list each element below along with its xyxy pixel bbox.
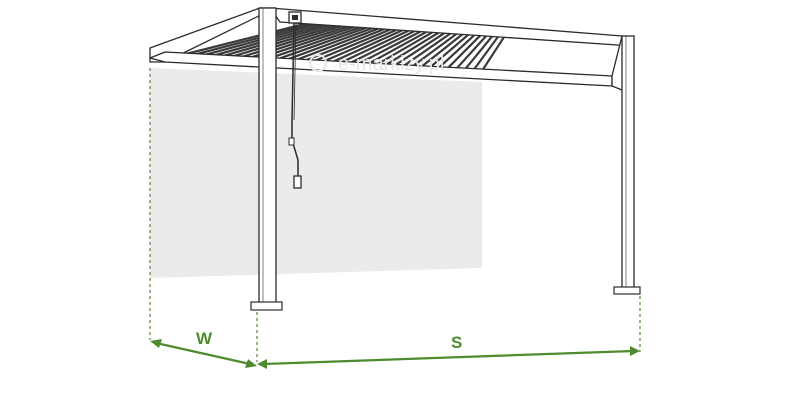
post-foot-back-right [613,286,641,295]
side-wall-panel [150,68,482,278]
louver-slat [461,34,494,74]
width-label: W [196,329,213,348]
watermark-icon [309,54,327,72]
watermark-text: e-markizy.pl [338,53,444,75]
louver-slat [372,30,436,68]
louver-slat [274,25,371,62]
louver-slat [328,27,406,65]
louver-slat [354,29,424,67]
louver-slat [230,23,342,59]
louver-slat [283,25,377,62]
louver-slat [416,32,465,71]
post-foot-front-left [250,301,283,311]
louver-slat [408,31,459,71]
louver-slat [194,21,319,56]
louver-slat [425,32,471,72]
depth-label: S [451,333,462,352]
louver-slat [319,27,400,65]
louver-slat [292,26,383,63]
louver-slat [185,20,313,56]
louver-slat [265,24,365,61]
louver-slat [390,31,447,69]
louver-slat [443,33,482,73]
louver-slat [452,34,488,73]
louver-slat [363,29,430,68]
louver-slat [345,28,418,66]
roof-beam-left [149,7,276,63]
louver-slat [221,22,336,58]
louver-slat [479,35,506,75]
louver-slat [399,31,453,70]
louver-slat [310,27,395,64]
depth-dimension-line [263,349,634,366]
width-arrow-end [245,359,257,368]
width-dimension-line [155,341,251,366]
louver-slat [336,28,412,66]
depth-arrow-start [257,359,267,369]
louver-slat [470,35,500,75]
width-arrow-start [150,339,162,348]
post-front-left [258,7,277,307]
louver-slat [381,30,441,69]
louver-slat [434,33,477,72]
crank-handle [293,175,302,189]
depth-arrow-end [630,346,640,356]
post-back-right [621,35,635,291]
